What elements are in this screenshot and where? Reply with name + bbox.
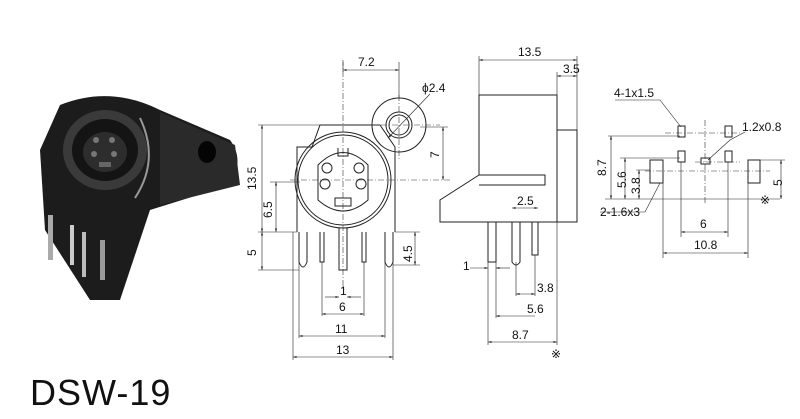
front-view: 7.2 ϕ2.4 13.5 6.5 5 4.5 7 1 6 11 13 (245, 55, 450, 360)
side-dim-13-5: 13.5 (518, 45, 542, 59)
side-dim-5-6: 5.6 (527, 302, 544, 316)
side-dim-2-5: 2.5 (517, 194, 534, 208)
dim-6: 6 (339, 300, 346, 314)
side-dim-1: 1 (463, 259, 470, 273)
fp-dim-8-7: 8.7 (595, 159, 609, 176)
side-view: 13.5 3.5 2.5 1 3.8 5.6 8.7 ※ (439, 45, 580, 361)
dim-11: 11 (335, 322, 348, 336)
dim-13: 13 (336, 343, 350, 357)
fp-dim-5: 5 (771, 179, 785, 186)
connector-photo (40, 96, 240, 300)
fp-ref-mark: ※ (760, 193, 770, 207)
fp-dim-3-8: 3.8 (629, 177, 643, 194)
side-dim-3-8: 3.8 (537, 281, 554, 295)
dim-6-5: 6.5 (261, 201, 275, 218)
dim-4-5: 4.5 (401, 245, 415, 262)
dim-7: 7 (428, 151, 442, 158)
dim-7-2: 7.2 (358, 55, 375, 69)
side-dim-8-7: 8.7 (512, 328, 529, 342)
fp-dim-5-6: 5.6 (615, 171, 629, 188)
fp-pads-4: 4-1x1.5 (614, 86, 654, 100)
fp-pad-small: 1.2x0.8 (742, 120, 782, 134)
side-dim-3-5: 3.5 (563, 62, 580, 76)
dim-1: 1 (340, 284, 347, 298)
dim-phi-2-4: ϕ2.4 (422, 81, 446, 95)
part-number-title: DSW-19 (30, 372, 172, 413)
side-ref-mark: ※ (551, 347, 561, 361)
fp-dim-6: 6 (700, 217, 707, 231)
fp-dim-10-8: 10.8 (694, 238, 718, 252)
dim-13-5: 13.5 (245, 166, 259, 190)
pcb-footprint: 8.7 5.6 3.8 5 4-1x1.5 1.2x0.8 2-1.6x3 ※ … (595, 86, 785, 258)
fp-pads-2: 2-1.6x3 (600, 205, 640, 219)
dim-5: 5 (245, 249, 259, 256)
